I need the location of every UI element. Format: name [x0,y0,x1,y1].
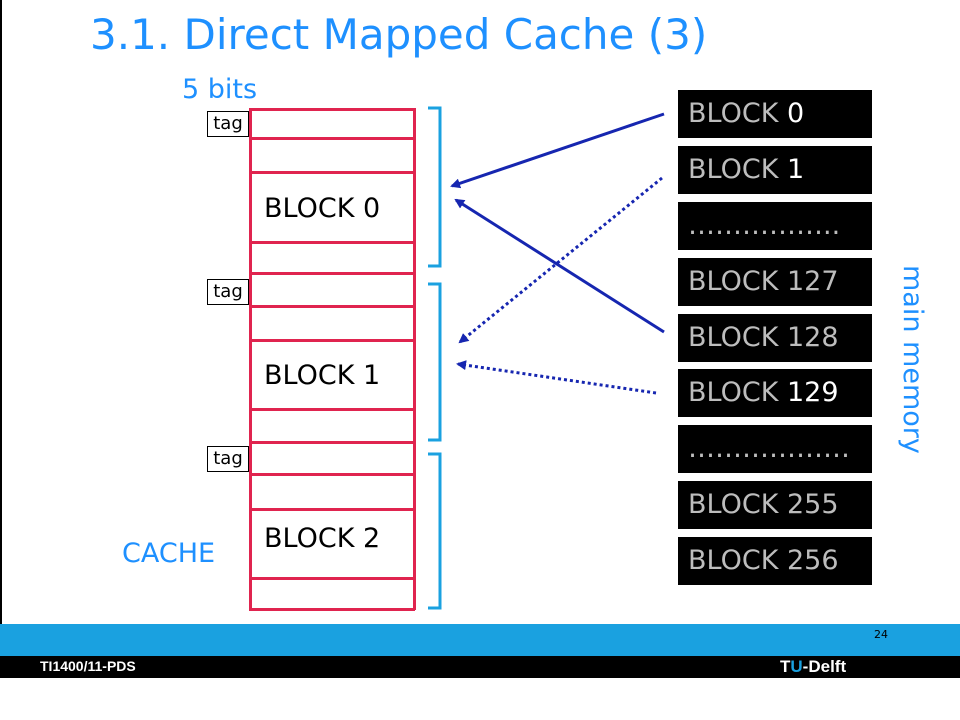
memory-block-0-number: 0 [787,98,805,129]
memory-block-255: BLOCK 255 [678,481,872,529]
cache-line [249,577,415,580]
cache-line [249,108,415,111]
cache-block-1: BLOCK 1 [264,360,381,391]
slide-title: 3.1. Direct Mapped Cache (3) [90,10,708,59]
footer-bar [0,656,960,678]
university-rest: -Delft [802,657,847,676]
university-u: U [790,657,803,676]
memory-block-ellipsis-2: ……………… [678,425,872,473]
memory-block-7-prefix: BLOCK 255 [688,489,839,520]
memory-block-256: BLOCK 256 [678,537,872,585]
cache-line [249,171,415,174]
memory-block-4-prefix: BLOCK 128 [688,322,839,353]
memory-block-ellipsis-1: …………….. [678,202,872,250]
cache-line [249,305,415,308]
memory-block-8-prefix: BLOCK 256 [688,545,839,576]
memory-block-1-number: 1 [787,154,805,185]
footer-band [0,624,960,656]
page-number: 24 [874,628,888,641]
tag-label-2: tag [207,446,249,472]
memory-block-127: BLOCK 127 [678,258,872,306]
memory-block-6-prefix: ……………… [688,433,850,464]
memory-block-2-prefix: …………….. [688,210,841,241]
memory-block-128: BLOCK 128 [678,314,872,362]
cache-line [249,272,415,275]
cache-line [249,339,415,342]
cache-line [249,241,415,244]
memory-block-0-prefix: BLOCK [688,98,787,129]
cache-line [249,441,415,444]
memory-block-3-prefix: BLOCK 127 [688,266,839,297]
cache-line [249,508,415,511]
cache-line [249,137,415,140]
tag-label-1: tag [207,279,249,305]
bits-label: 5 bits [182,74,258,105]
course-code: TI1400/11-PDS [40,658,136,674]
university-logo-text: TU-Delft [780,657,846,677]
arrow-block128-to-set0 [454,198,665,334]
mapping-arrows [428,106,665,610]
cache-line [249,473,415,476]
memory-block-129: BLOCK 129 [678,369,872,417]
university-t: T [780,657,791,676]
arrow-block129-to-set1 [456,360,657,395]
slide-border [0,0,2,624]
memory-block-1: BLOCK 1 [678,146,872,194]
memory-block-5-number: 129 [787,377,839,408]
cache-label: CACHE [122,538,216,569]
bracket-set-1 [428,282,442,442]
cache-line [249,408,415,411]
cache-left-edge [249,108,252,610]
bracket-set-0 [428,106,442,268]
cache-right-edge [413,108,416,610]
bracket-set-2 [428,452,442,610]
cache-line [249,608,415,611]
cache-block-2: BLOCK 2 [264,523,381,554]
tag-label-0: tag [207,111,249,137]
memory-block-5-prefix: BLOCK [688,377,787,408]
cache-block-0: BLOCK 0 [264,193,381,224]
arrow-block0-to-set0 [450,112,665,189]
memory-block-0: BLOCK 0 [678,90,872,138]
memory-block-1-prefix: BLOCK [688,154,787,185]
arrow-block1-to-set1 [458,176,663,344]
